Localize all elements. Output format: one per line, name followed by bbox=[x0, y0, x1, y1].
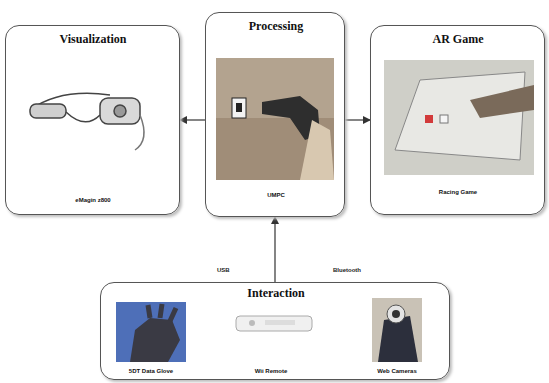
picture-caption: Web Cameras bbox=[377, 367, 417, 375]
picture-caption: eMagin z800 bbox=[75, 196, 110, 204]
processing-photo bbox=[216, 58, 334, 180]
visualization-box: Visualization eMagin z800 bbox=[5, 25, 180, 215]
wii-remote-picture bbox=[236, 316, 312, 331]
racing-game-picture bbox=[384, 60, 534, 175]
ar-game-box: AR GameRacing Game bbox=[370, 25, 545, 215]
picture-caption: UMPC bbox=[267, 191, 285, 199]
box-heading: Interaction bbox=[247, 286, 304, 300]
link-label: Bluetooth bbox=[332, 266, 362, 274]
flow-arrow bbox=[345, 119, 370, 120]
picture-caption: 5DT Data Glove bbox=[129, 367, 173, 375]
box-heading: Processing bbox=[249, 19, 303, 33]
interaction-box: Interaction 5DT Data Glove Wii Remote Web C… bbox=[100, 282, 450, 380]
picture-caption: Racing Game bbox=[439, 188, 477, 196]
data-glove-photo bbox=[116, 302, 186, 362]
box-heading: AR Game bbox=[433, 32, 484, 46]
picture-caption: Wii Remote bbox=[255, 367, 288, 375]
flow-arrow bbox=[274, 217, 275, 282]
web-camera-photo bbox=[372, 298, 422, 362]
headset-picture bbox=[30, 93, 144, 150]
link-label: USB bbox=[216, 266, 231, 274]
box-heading: Visualization bbox=[60, 32, 127, 46]
processing-box: ProcessingUMPC bbox=[205, 12, 345, 217]
flow-arrow bbox=[180, 119, 205, 120]
